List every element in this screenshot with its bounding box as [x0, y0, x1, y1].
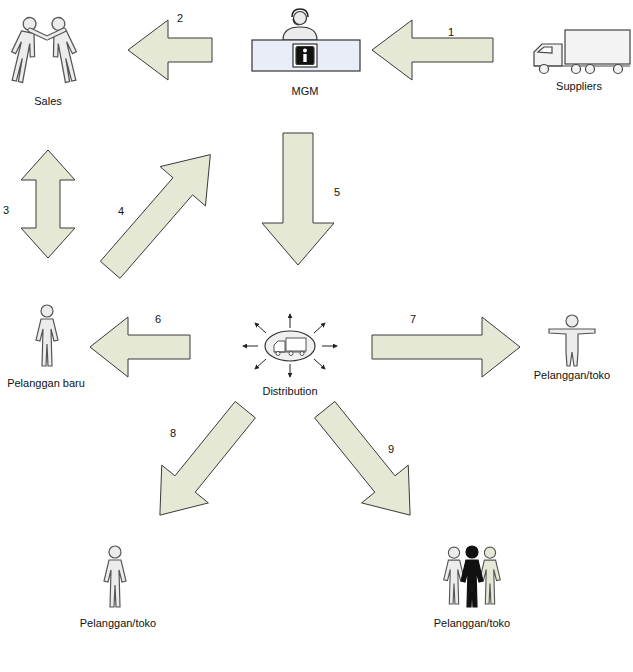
node-label: Pelanggan/toko: [80, 617, 156, 630]
flow-arrow: [372, 20, 493, 80]
flow-arrow: [90, 317, 190, 377]
flow-arrow: [160, 401, 255, 515]
actor-node: Distribution: [240, 302, 340, 398]
callout-number: 1: [448, 26, 454, 39]
actor-node: Pelanggan/toko: [424, 540, 520, 630]
node-label: Sales: [34, 95, 62, 108]
callout-number: 4: [118, 205, 124, 218]
callout-number: 5: [334, 186, 340, 199]
actor-node: Pelanggan/toko: [68, 540, 168, 630]
node-label: MGM: [292, 85, 319, 98]
flow-arrow: [372, 317, 520, 377]
actor-node: Suppliers: [528, 25, 630, 93]
flow-arrow: [262, 133, 334, 265]
customer-group-icon: [444, 546, 501, 607]
distribution-icon: [243, 314, 337, 377]
flow-arrow: [100, 155, 210, 279]
flow-arrow: [128, 20, 212, 80]
truck-icon: [534, 30, 630, 74]
customer-icon: [36, 305, 58, 366]
mgm-icon: [252, 9, 360, 71]
actor-node: Sales: [0, 3, 96, 108]
callout-number: 7: [410, 313, 416, 326]
actor-node: Pelanggan/toko: [522, 312, 622, 382]
node-label: Suppliers: [556, 80, 602, 93]
node-label: Pelanggan baru: [7, 377, 85, 390]
customer-icon: [104, 546, 126, 607]
sales-icon: [6, 15, 82, 84]
node-label: Pelanggan/toko: [534, 369, 610, 382]
customer-icon: [549, 315, 595, 366]
flow-arrow: [315, 401, 410, 515]
node-label: Distribution: [262, 385, 317, 398]
callout-number: 6: [155, 313, 161, 326]
callout-number: 3: [3, 204, 9, 217]
flow-arrow: [21, 150, 75, 258]
actor-node: MGM: [245, 8, 365, 98]
actor-node: Pelanggan baru: [4, 300, 88, 390]
callout-number: 9: [388, 443, 394, 456]
node-label: Pelanggan/toko: [434, 617, 510, 630]
callout-number: 2: [177, 12, 183, 25]
callout-number: 8: [170, 427, 176, 440]
